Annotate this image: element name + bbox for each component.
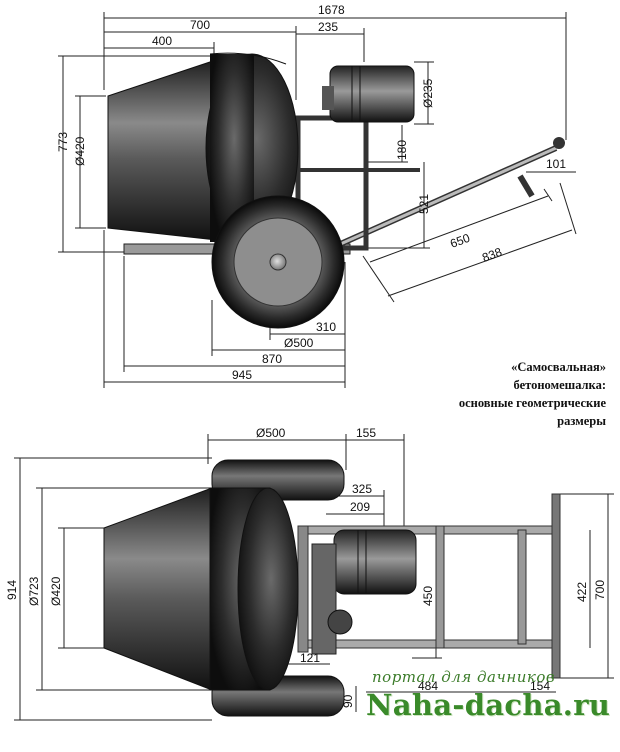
top-view (14, 434, 614, 721)
dim-drum-diameter: Ø420 (73, 136, 87, 166)
dim-521: 521 (417, 194, 431, 214)
dim-155: 155 (356, 426, 376, 440)
dim-top-wheel-diameter: Ø500 (256, 426, 286, 440)
dim-700: 700 (190, 18, 210, 32)
dim-motor-diameter: Ø235 (421, 78, 435, 108)
dim-650: 650 (448, 231, 472, 251)
dim-1678: 1678 (318, 3, 345, 17)
dim-838: 838 (480, 245, 504, 265)
dim-101: 101 (546, 157, 566, 171)
watermark-tagline: портал для дачников (372, 668, 556, 686)
dim-90: 90 (341, 694, 355, 708)
dim-209: 209 (350, 500, 370, 514)
dim-wheel-diameter: Ø500 (284, 336, 314, 350)
dim-400: 400 (152, 34, 172, 48)
dim-450: 450 (421, 586, 435, 606)
caption-line-3: основные геометрические (458, 396, 606, 410)
dim-121: 121 (300, 651, 320, 665)
side-view-labels: 1678 700 400 235 773 Ø420 Ø235 180 521 1… (56, 3, 566, 382)
dim-top-700: 700 (593, 580, 607, 600)
dim-773: 773 (56, 132, 70, 152)
caption-line-4: размеры (557, 414, 606, 428)
dim-235: 235 (318, 20, 338, 34)
dim-154: 154 (530, 679, 550, 693)
caption-line-2: бетономешалка: (513, 378, 607, 392)
dim-914: 914 (5, 580, 19, 600)
dim-870: 870 (262, 352, 282, 366)
top-view-labels: Ø500 155 325 209 914 Ø723 Ø420 450 422 7… (5, 426, 607, 708)
caption-line-1: «Самосвальная» (511, 360, 606, 374)
caption: «Самосвальная» бетономешалка: основные г… (376, 358, 606, 430)
dim-422: 422 (575, 582, 589, 602)
dim-drum-outer: Ø723 (27, 576, 41, 606)
dim-drum-inner: Ø420 (49, 576, 63, 606)
dim-945: 945 (232, 368, 252, 382)
dim-325: 325 (352, 482, 372, 496)
dim-484: 484 (418, 679, 438, 693)
top-machine (103, 459, 561, 717)
side-view (58, 12, 577, 388)
dim-180: 180 (395, 140, 409, 160)
dim-310: 310 (316, 320, 336, 334)
side-machine (107, 52, 565, 329)
watermark-site: Naha-dacha.ru (366, 688, 611, 722)
